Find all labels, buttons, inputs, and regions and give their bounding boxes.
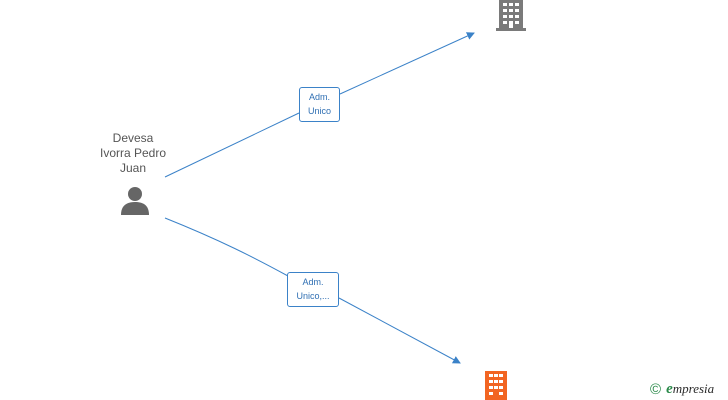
edge-label-1-line-2: Unico: [307, 106, 331, 116]
copyright-symbol: ©: [650, 380, 662, 398]
edge-label-2[interactable]: Adm. Unico,...: [287, 272, 339, 307]
edge-label-2-line-1: Adm.: [302, 277, 324, 287]
person-icon[interactable]: [119, 186, 151, 216]
building-icon[interactable]: [495, 0, 527, 31]
person-name[interactable]: Devesa Ivorra Pedro Juan: [82, 131, 184, 176]
person-name-line-2: Ivorra Pedro: [99, 146, 167, 160]
edge-line-2[interactable]: [164, 217, 460, 363]
edge-line-1[interactable]: [164, 33, 474, 178]
brand-name: mpresia: [672, 381, 715, 396]
person-name-line-1: Devesa: [112, 131, 154, 145]
edge-label-1-line-1: Adm.: [308, 92, 330, 102]
edge-label-2-line-2: Unico,...: [296, 291, 330, 301]
brand-initial: e: [666, 380, 673, 397]
edge-label-1[interactable]: Adm. Unico: [299, 87, 340, 122]
person-name-line-3: Juan: [119, 161, 147, 175]
brand-watermark: © e mpresia: [650, 378, 714, 400]
building-icon[interactable]: [482, 371, 510, 400]
